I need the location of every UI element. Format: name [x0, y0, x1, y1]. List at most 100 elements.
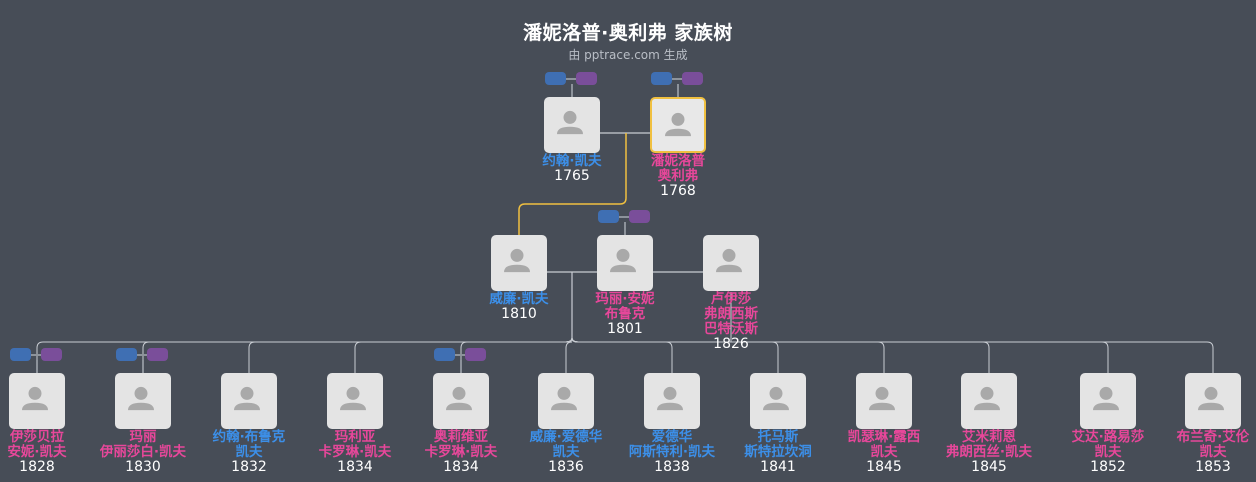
person-name[interactable]: 玛利亚	[334, 429, 376, 445]
mother-link-badge[interactable]	[576, 72, 597, 85]
person-card-william[interactable]	[491, 235, 547, 291]
child-drop-line	[571, 337, 1109, 373]
page-title: 潘妮洛普·奥利弗 家族树	[523, 22, 733, 44]
father-link-badge[interactable]	[116, 348, 137, 361]
spouse-badge-stub	[624, 222, 626, 235]
father-link-badge[interactable]	[598, 210, 619, 223]
person-name[interactable]: 弗朗西斯	[704, 306, 758, 322]
person-card-c9[interactable]	[856, 373, 912, 429]
person-name[interactable]: 凯夫	[870, 444, 898, 460]
mother-link-badge[interactable]	[147, 348, 168, 361]
person-name[interactable]: 威廉·爱德华	[529, 429, 603, 445]
spouse-badge-link	[617, 216, 633, 218]
person-card-penelope[interactable]	[650, 97, 706, 153]
person-name[interactable]: 凯夫	[235, 444, 263, 460]
person-name[interactable]: 凯夫	[552, 444, 580, 460]
father-link-badge[interactable]	[10, 348, 31, 361]
person-name[interactable]: 伊莎贝拉	[10, 429, 64, 445]
person-name[interactable]: 卡罗琳·凯夫	[424, 444, 498, 460]
person-name[interactable]: 艾米莉恩	[962, 429, 1016, 445]
father-link-badge[interactable]	[434, 348, 455, 361]
birth-year: 1830	[125, 459, 161, 475]
descent-line-highlight	[518, 133, 627, 235]
mother-link-badge[interactable]	[41, 348, 62, 361]
person-card-c4[interactable]	[327, 373, 383, 429]
spouse-badge-link	[29, 354, 45, 356]
person-name[interactable]: 卢伊莎	[710, 291, 752, 307]
person-name[interactable]: 凯夫	[1199, 444, 1227, 460]
spouse-badge-stub	[571, 84, 573, 97]
person-card-c10[interactable]	[961, 373, 1017, 429]
person-name[interactable]: 安妮·凯夫	[7, 444, 67, 460]
page-subtitle: 由 pptrace.com 生成	[568, 48, 688, 62]
person-card-c1[interactable]	[9, 373, 65, 429]
father-link-badge[interactable]	[545, 72, 566, 85]
person-card-c7[interactable]	[644, 373, 700, 429]
birth-year: 1801	[607, 321, 643, 337]
child-drop-line	[571, 337, 673, 373]
mother-link-badge[interactable]	[465, 348, 486, 361]
person-name[interactable]: 潘妮洛普	[651, 153, 705, 169]
person-card-c8[interactable]	[750, 373, 806, 429]
birth-year: 1832	[231, 459, 267, 475]
birth-year: 1768	[660, 183, 696, 199]
birth-year: 1836	[548, 459, 584, 475]
birth-year: 1826	[713, 336, 749, 352]
child-drop-line	[565, 337, 573, 373]
spouse-badge-link	[135, 354, 151, 356]
birth-year: 1828	[19, 459, 55, 475]
birth-year: 1845	[866, 459, 902, 475]
person-card-c11[interactable]	[1080, 373, 1136, 429]
person-card-c6[interactable]	[538, 373, 594, 429]
person-name[interactable]: 布兰奇·艾伦	[1176, 429, 1250, 445]
person-card-c2[interactable]	[115, 373, 171, 429]
birth-year: 1853	[1195, 459, 1231, 475]
spouse-badge-stub	[460, 360, 462, 373]
person-name[interactable]: 斯特拉坎洞	[744, 444, 812, 460]
person-name[interactable]: 玛丽·安妮	[595, 291, 655, 307]
person-name[interactable]: 约翰·布鲁克	[212, 429, 286, 445]
birth-year: 1834	[337, 459, 373, 475]
person-name[interactable]: 巴特沃斯	[704, 321, 758, 337]
person-name[interactable]: 阿斯特利·凯夫	[628, 444, 716, 460]
person-name[interactable]: 卡罗琳·凯夫	[318, 444, 392, 460]
father-link-badge[interactable]	[651, 72, 672, 85]
person-card-louisa[interactable]	[703, 235, 759, 291]
person-name[interactable]: 约翰·凯夫	[542, 153, 602, 169]
person-name[interactable]: 艾达·路易莎	[1071, 429, 1145, 445]
person-name[interactable]: 凯夫	[1094, 444, 1122, 460]
person-name[interactable]: 托马斯	[757, 429, 799, 445]
person-card-c5[interactable]	[433, 373, 489, 429]
person-name[interactable]: 布鲁克	[604, 306, 646, 322]
mother-link-badge[interactable]	[629, 210, 650, 223]
person-name[interactable]: 伊丽莎白·凯夫	[99, 444, 187, 460]
person-card-john_k[interactable]	[544, 97, 600, 153]
person-name[interactable]: 奥莉维亚	[434, 429, 488, 445]
person-name[interactable]: 凯瑟琳·露西	[847, 429, 921, 445]
person-name[interactable]: 奥利弗	[657, 168, 699, 184]
person-card-c3[interactable]	[221, 373, 277, 429]
person-name[interactable]: 威廉·凯夫	[489, 291, 549, 307]
person-name[interactable]: 弗朗西丝·凯夫	[945, 444, 1033, 460]
child-drop-line	[248, 337, 573, 373]
mother-link-badge[interactable]	[682, 72, 703, 85]
spouse-badge-stub	[142, 360, 144, 373]
person-name[interactable]: 爱德华	[651, 429, 693, 445]
person-name[interactable]: 玛丽	[129, 429, 157, 445]
child-drop-line	[571, 337, 1214, 373]
person-card-mary_ann[interactable]	[597, 235, 653, 291]
person-card-c12[interactable]	[1185, 373, 1241, 429]
